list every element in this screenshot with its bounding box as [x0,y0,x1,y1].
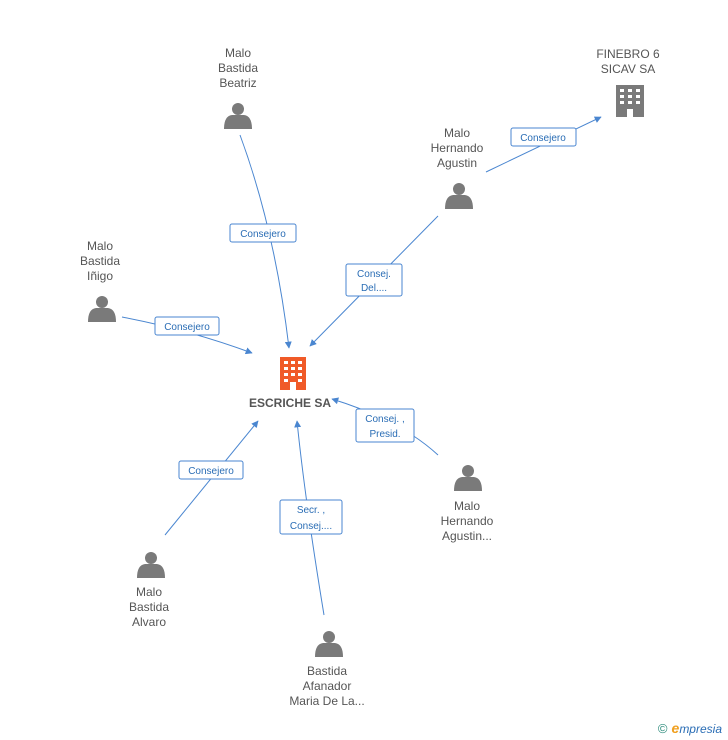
edge-lines [121,116,602,616]
node-label: Bastida [129,600,169,614]
node-label: Malo [87,239,113,253]
node-label: Bastida [218,61,258,75]
node-label: Iñigo [87,269,113,283]
node-maria[interactable]: Bastida Afanador Maria De La... [289,631,365,708]
node-label: Malo [444,126,470,140]
edge-label-text: Consej.... [290,521,332,532]
person-icon [88,296,116,322]
person-icon [224,103,252,129]
person-icon [315,631,343,657]
edge-label-maria[interactable]: Secr. , Consej.... [279,499,343,535]
brand-initial: e [671,720,680,736]
edge-label-agustin2[interactable]: Consej. , Presid. [355,408,415,443]
edge-label-inigo[interactable]: Consejero [154,316,220,336]
edge-label-text: Consej. [357,269,391,280]
person-icon [454,465,482,491]
node-label: Hernando [441,514,494,528]
edge-label-finebro[interactable]: Consejero [510,127,577,147]
center-node[interactable]: ESCRICHE SA [249,357,331,410]
node-label: Maria De La... [289,694,364,708]
node-label: Malo [454,499,480,513]
edge-label-alvaro[interactable]: Consejero [178,460,244,480]
edge-label-text: Consej. , [365,414,404,425]
node-label: FINEBRO 6 [596,47,660,61]
node-label: Bastida [80,254,120,268]
node-label: Agustin [437,156,477,170]
node-alvaro[interactable]: Malo Bastida Alvaro [129,552,169,629]
edge-label-text: Consejero [240,229,286,240]
edge-label-text: Presid. [369,429,400,440]
building-icon [616,85,644,117]
node-inigo[interactable]: Malo Bastida Iñigo [80,239,120,322]
edge-label-beatriz[interactable]: Consejero [229,223,297,243]
brand-logo[interactable]: empresia [672,720,722,736]
edge-label-text: Secr. , [297,505,325,516]
node-agustin2[interactable]: Malo Hernando Agustin... [441,465,494,543]
node-label: SICAV SA [601,62,655,76]
node-label: Alvaro [132,615,166,629]
center-label: ESCRICHE SA [249,396,331,410]
person-icon [137,552,165,578]
person-icon [445,183,473,209]
node-label: Bastida [307,664,347,678]
node-label: Hernando [431,141,484,155]
brand-name: mpresia [679,722,722,736]
node-agustin[interactable]: Malo Hernando Agustin [431,126,484,209]
edge-label-text: Consejero [520,133,566,144]
node-label: Beatriz [219,76,256,90]
copyright-footer: © empresia [658,720,722,736]
node-label: Malo [225,46,251,60]
building-icon [280,357,306,390]
edge-label-agustin[interactable]: Consej. Del.... [345,263,403,297]
node-label: Agustin... [442,529,492,543]
node-label: Malo [136,585,162,599]
node-beatriz[interactable]: Malo Bastida Beatriz [218,46,258,129]
edge-label-text: Consejero [188,466,234,477]
copyright-symbol: © [657,720,668,736]
node-finebro[interactable]: FINEBRO 6 SICAV SA [596,47,660,117]
edge-label-text: Del.... [361,283,387,294]
node-label: Afanador [303,679,352,693]
edge-label-text: Consejero [164,322,210,333]
